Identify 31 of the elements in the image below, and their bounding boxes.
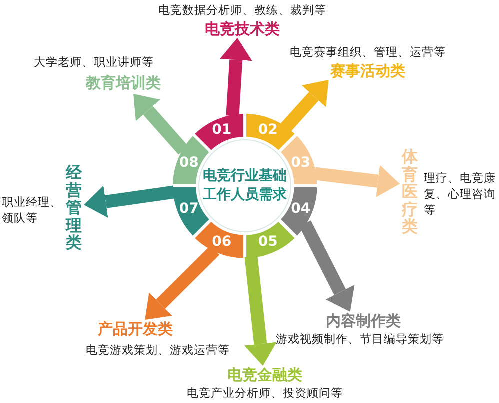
center-title: 电竞行业基础工作人员需求 [202, 167, 288, 205]
arrow [299, 220, 355, 312]
category-title: 电竞技术类 [204, 20, 281, 38]
category-title: 教育培训类 [86, 74, 162, 92]
job-description: 电竞产业分析师、投资顾问等 [186, 385, 344, 401]
segment-number: 06 [211, 232, 233, 251]
arrow [314, 165, 400, 198]
segment-number: 01 [211, 121, 233, 140]
segment-number: 08 [178, 154, 200, 172]
segment-number: 07 [178, 200, 200, 218]
arrow [145, 246, 220, 320]
segment-number: 04 [290, 200, 312, 218]
segment-number: 02 [257, 121, 279, 140]
job-description: 理疗、电竞康复、心理咨询等 [424, 170, 496, 218]
job-description: 电竞游戏策划、游戏运营等 [86, 342, 231, 358]
job-description: 职业经理、领队等 [2, 194, 62, 226]
job-description: 电竞数据分析师、教练、裁判等 [158, 2, 328, 18]
segment-number: 03 [290, 154, 312, 172]
category-title: 经营管理类 [66, 164, 82, 252]
category-title: 电竞金融类 [226, 366, 304, 384]
category-title: 内容制作类 [326, 312, 402, 330]
category-title: 赛事活动类 [330, 62, 406, 80]
arrow [134, 94, 188, 155]
category-title: 产品开发类 [98, 320, 174, 338]
segment-number: 05 [257, 232, 279, 251]
arrow [220, 38, 252, 116]
job-description: 游戏视频制作、节目编导策划等 [276, 331, 445, 347]
category-title: 体育医疗类 [402, 148, 418, 236]
job-description: 大学老师、职业讲师等 [34, 54, 155, 70]
arrow [280, 80, 329, 132]
job-description: 电竞赛事组织、管理、运营等 [289, 44, 447, 60]
